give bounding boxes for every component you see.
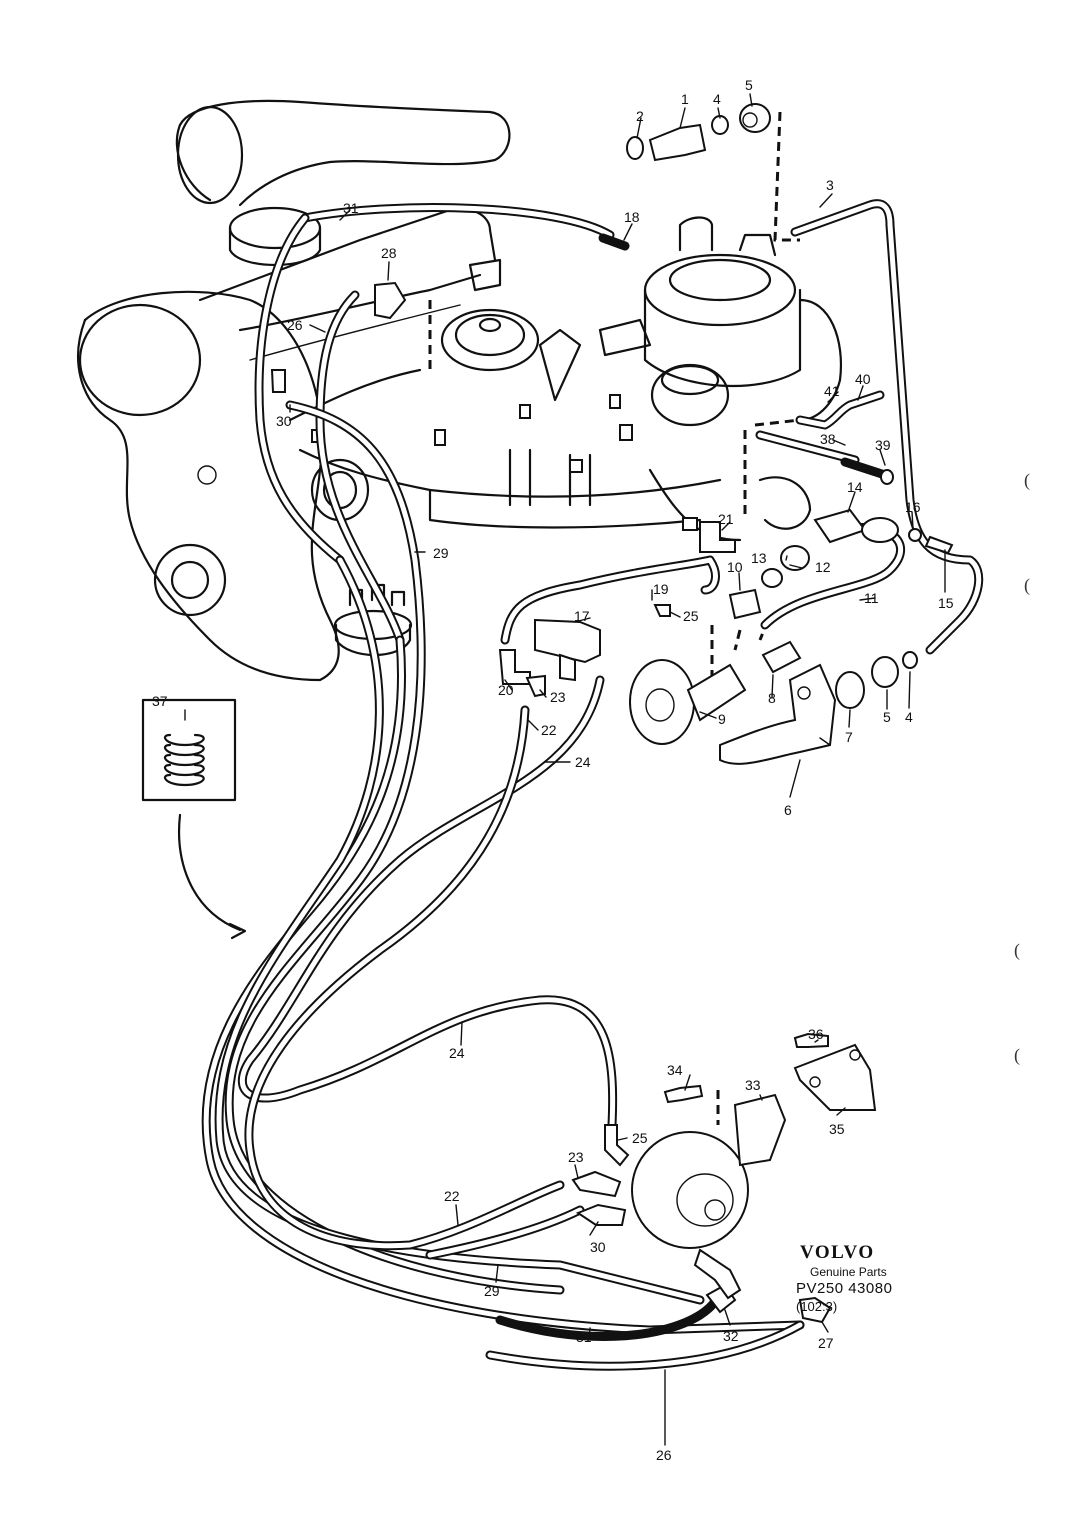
callout-12: 12	[815, 559, 831, 575]
callout-8: 8	[768, 690, 776, 706]
callout-4-top: 4	[713, 91, 721, 107]
callout-10: 10	[727, 559, 743, 575]
callout-15: 15	[938, 595, 954, 611]
callout-39: 39	[875, 437, 891, 453]
callout-30-top: 30	[276, 413, 292, 429]
callout-11: 11	[864, 590, 879, 606]
margin-mark: (	[1014, 940, 1020, 960]
callout-6: 6	[784, 802, 792, 818]
callout-17: 17	[574, 608, 590, 624]
callout-40: 40	[855, 371, 871, 387]
callout-29-low: 29	[484, 1283, 500, 1299]
callout-9: 9	[718, 711, 726, 727]
lower-valve-assembly	[571, 1032, 877, 1324]
callout-30-low: 30	[590, 1239, 606, 1255]
engine-block-drawing	[77, 99, 842, 682]
callout-18: 18	[624, 209, 640, 225]
callout-14: 14	[847, 479, 863, 495]
callout-2: 2	[636, 108, 644, 124]
callout-labels: 1 2 3 4 4 5 5 6 7 8 9 10 11 12 13 14 15 …	[152, 77, 954, 1463]
callout-37: 37	[152, 693, 168, 709]
callout-41: 41	[824, 383, 840, 399]
callout-19: 19	[653, 581, 669, 597]
callout-26-bottom: 26	[656, 1447, 672, 1463]
callout-1: 1	[681, 91, 689, 107]
callout-23-mid: 23	[550, 689, 566, 705]
callout-31-top: 31	[343, 200, 359, 216]
margin-mark: (	[1014, 1045, 1020, 1065]
top-connector-assembly	[626, 103, 771, 162]
callout-33: 33	[745, 1077, 761, 1093]
callout-22-low: 22	[444, 1188, 460, 1204]
callout-26-top: 26	[287, 317, 303, 333]
callout-13: 13	[751, 550, 767, 566]
callout-16: 16	[905, 499, 921, 515]
callout-34: 34	[667, 1062, 683, 1078]
callout-25-low: 25	[632, 1130, 648, 1146]
callout-4-right: 4	[905, 709, 913, 725]
callout-27: 27	[818, 1335, 834, 1351]
callout-32: 32	[723, 1328, 739, 1344]
callout-7: 7	[845, 729, 853, 745]
callout-29-mid: 29	[433, 545, 449, 561]
volvo-logo-text: VOLVO	[800, 1242, 875, 1263]
callout-22-mid: 22	[541, 722, 557, 738]
callout-21: 21	[718, 511, 734, 527]
callout-23-low: 23	[568, 1149, 584, 1165]
callout-35: 35	[829, 1121, 845, 1137]
assembly-dash-lines	[428, 111, 801, 1125]
callout-5-right: 5	[883, 709, 891, 725]
page-reference: (102:3)	[796, 1299, 838, 1314]
callout-24-mid: 24	[575, 754, 591, 770]
brand-subtitle: Genuine Parts	[810, 1265, 887, 1279]
callout-28: 28	[381, 245, 397, 261]
callout-20: 20	[498, 682, 514, 698]
margin-mark: (	[1024, 575, 1030, 595]
callout-38: 38	[820, 431, 836, 447]
callout-31-low: 31	[576, 1329, 592, 1345]
spring-box-37	[141, 698, 247, 940]
margin-mark: (	[1024, 470, 1030, 490]
callout-3: 3	[826, 177, 834, 193]
valve-parts	[270, 281, 954, 765]
callout-24-low: 24	[449, 1045, 465, 1061]
callout-25-mid: 25	[683, 608, 699, 624]
brand-block: VOLVO Genuine Parts PV250 43080 (102:3)	[796, 1242, 916, 1314]
part-drawing-code: PV250 43080	[796, 1280, 893, 1297]
callout-5-top: 5	[745, 77, 753, 93]
leader-lines	[184, 93, 946, 1446]
callout-36: 36	[808, 1026, 824, 1042]
